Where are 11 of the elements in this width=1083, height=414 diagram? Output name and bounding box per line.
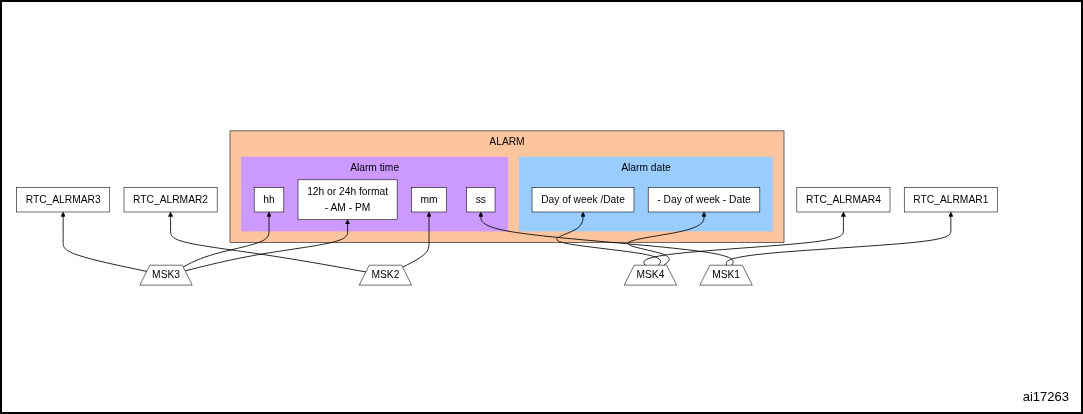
node-box: hh — [253, 187, 285, 213]
node-box: Day of week /Date — [531, 187, 635, 213]
node-box: RTC_ALRMAR3 — [16, 187, 111, 213]
node-box: mm — [411, 187, 447, 213]
node-box: RTC_ALRMAR1 — [903, 187, 998, 213]
node-box: RTC_ALRMAR4 — [796, 187, 891, 213]
node-box: RTC_ALRMAR2 — [123, 187, 218, 213]
node-box: ss — [466, 187, 496, 213]
node-box: 12h or 24h format - AM - PM — [297, 179, 398, 220]
figure-code: ai17263 — [1022, 389, 1069, 404]
node-box: - Day of week - Date — [647, 187, 761, 213]
